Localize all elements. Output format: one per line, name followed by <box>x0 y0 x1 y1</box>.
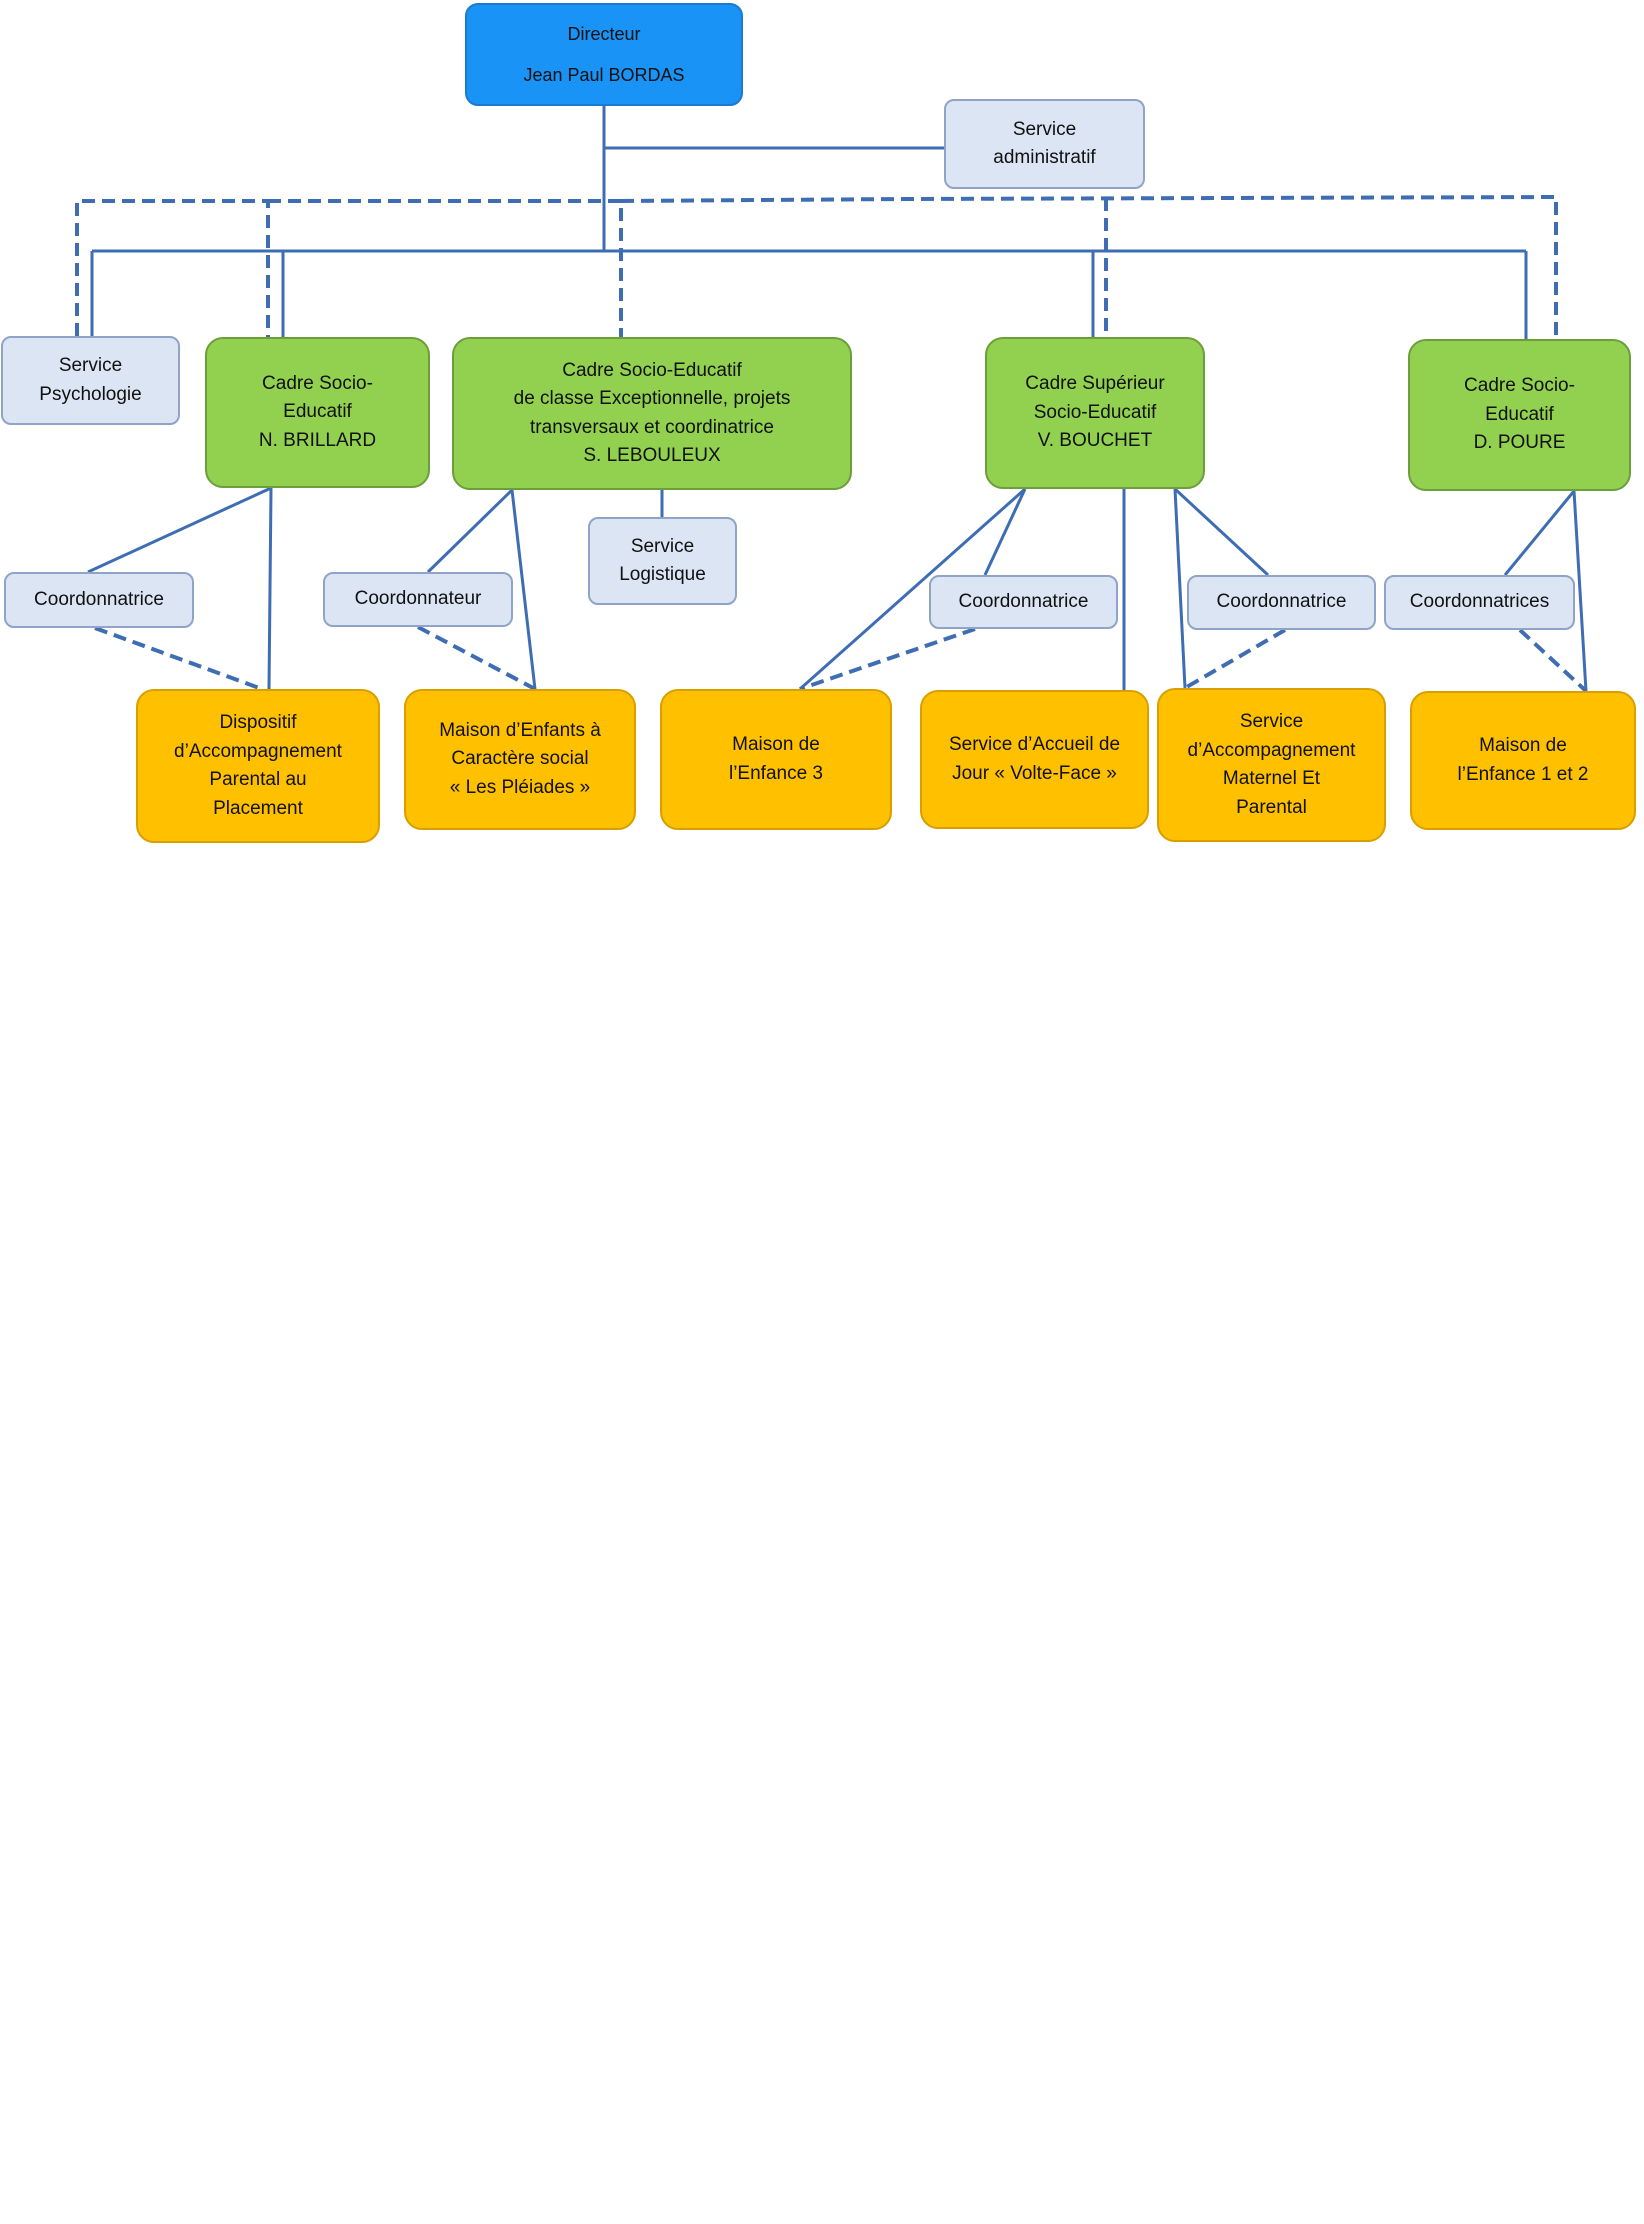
line-bouchet-maison3 <box>799 487 1026 691</box>
node-cadre-brillard-line-1: Cadre Socio- <box>262 372 373 394</box>
node-maison-enfance-1-2-line-1: Maison de <box>1479 735 1567 756</box>
solid-connector-lines <box>87 106 1588 692</box>
node-service-logistique-line-2: Logistique <box>619 564 706 585</box>
node-dispositif-line-2: d’Accompagnement <box>174 740 342 762</box>
line-lebouleux-coord <box>426 488 514 574</box>
node-cadre-poure-line-3: D. POURE <box>1473 432 1566 454</box>
node-cadre-bouchet-line-1: Cadre Supérieur <box>1025 373 1165 395</box>
node-cadre-poure: Cadre Socio- Educatif D. POURE <box>1408 339 1631 491</box>
dashed-coord-maison12 <box>1518 628 1588 693</box>
node-service-administratif-line-1: Service <box>1012 118 1077 140</box>
node-coord-bouchet-2-line-1: Coordonnatrice <box>1216 591 1347 613</box>
node-cadre-bouchet-line-2: Socio-Educatif <box>1033 401 1157 423</box>
dashed-coord-dispositif <box>94 626 263 691</box>
dashed-connector-lines <box>75 194 1588 693</box>
dashed-brillard-lebouleux <box>268 199 623 337</box>
node-service-administratif-line-2: administratif <box>993 147 1096 168</box>
node-maison-enfants-line-2: Caractère social <box>451 748 589 770</box>
node-maison-enfants-line-1: Maison d’Enfants à <box>439 719 601 741</box>
dashed-psychologie-top <box>75 199 270 337</box>
node-service-accompagnement: Service d’Accompagnement Maternel Et Par… <box>1157 688 1386 842</box>
org-chart: Directeur Jean Paul BORDAS Service admin… <box>0 0 1644 900</box>
node-dispositif-line-3: Parental au <box>209 769 307 790</box>
node-dispositif-line-4: Placement <box>213 797 303 819</box>
line-bouchet-accompagnement <box>1173 488 1187 689</box>
node-directeur-line-1: Directeur <box>567 23 641 44</box>
node-service-accompagnement-line-3: Maternel Et <box>1222 768 1321 789</box>
connector-lines <box>75 106 1588 693</box>
node-cadre-lebouleux-line-2: de classe Exceptionnelle, projets <box>513 388 791 409</box>
node-maison-enfants-line-3: « Les Pléiades » <box>449 776 591 798</box>
line-bouchet-coord2 <box>1173 487 1270 577</box>
node-directeur: Directeur Jean Paul BORDAS <box>465 3 743 106</box>
dashed-coord-maison-enfants <box>417 625 536 691</box>
node-coord-brillard-line-1: Coordonnatrice <box>34 588 164 610</box>
node-coord-bouchet-1: Coordonnatrice <box>929 575 1118 629</box>
node-maison-enfants: Maison d’Enfants à Caractère social « Le… <box>404 689 636 830</box>
line-poure-maison <box>1572 490 1588 692</box>
node-cadre-brillard: Cadre Socio- Educatif N. BRILLARD <box>205 337 430 488</box>
node-cadre-brillard-line-3: N. BRILLARD <box>258 429 377 451</box>
node-maison-enfance-3-line-2: l’Enfance 3 <box>728 762 823 784</box>
node-service-accompagnement-line-4: Parental <box>1236 796 1307 818</box>
node-service-psychologie-line-2: Psychologie <box>39 383 142 405</box>
node-coord-lebouleux-line-1: Coordonnateur <box>354 588 482 610</box>
dashed-admin-poure <box>620 194 1558 339</box>
node-cadre-poure-line-2: Educatif <box>1485 403 1554 425</box>
node-service-accueil-line-1: Service d’Accueil de <box>948 734 1121 755</box>
node-maison-enfance-3: Maison de l’Enfance 3 <box>660 689 892 830</box>
dashed-coord-maison3 <box>799 627 976 691</box>
line-lebouleux-maison <box>510 489 537 690</box>
node-dispositif-line-1: Dispositif <box>219 712 297 733</box>
node-dispositif: Dispositif d’Accompagnement Parental au … <box>136 689 380 843</box>
node-cadre-poure-line-1: Cadre Socio- <box>1464 375 1575 397</box>
node-maison-enfance-1-2: Maison de l’Enfance 1 et 2 <box>1410 691 1636 830</box>
node-cadre-lebouleux-line-4: S. LEBOULEUX <box>583 445 721 466</box>
node-service-accompagnement-line-1: Service <box>1239 711 1304 732</box>
node-cadre-lebouleux-line-1: Cadre Socio-Educatif <box>562 359 742 381</box>
node-service-psychologie-line-1: Service <box>58 355 123 376</box>
node-coord-bouchet-2: Coordonnatrice <box>1187 575 1376 630</box>
node-maison-enfance-3-line-1: Maison de <box>732 734 820 755</box>
node-cadre-brillard-line-2: Educatif <box>283 401 352 423</box>
node-service-accueil: Service d’Accueil de Jour « Volte-Face » <box>920 690 1149 829</box>
node-coord-brillard: Coordonnatrice <box>4 572 194 628</box>
node-service-accueil-line-2: Jour « Volte-Face » <box>952 762 1117 784</box>
line-bouchet-coord1 <box>983 488 1027 576</box>
node-coord-poure-line-1: Coordonnatrices <box>1409 591 1550 613</box>
node-cadre-lebouleux-line-3: transversaux et coordinatrice <box>530 416 774 438</box>
node-service-psychologie: Service Psychologie <box>1 336 180 425</box>
node-service-logistique: Service Logistique <box>588 517 737 605</box>
dashed-coord-accompagnement <box>1183 628 1287 690</box>
node-service-accompagnement-line-2: d’Accompagnement <box>1187 739 1356 761</box>
node-cadre-lebouleux: Cadre Socio-Educatif de classe Exception… <box>452 337 852 490</box>
line-poure-coord <box>1503 490 1576 576</box>
node-maison-enfance-1-2-line-2: l’Enfance 1 et 2 <box>1457 763 1589 785</box>
node-service-administratif: Service administratif <box>944 99 1145 189</box>
line-brillard-coord <box>87 486 272 574</box>
node-service-logistique-line-1: Service <box>630 535 695 557</box>
node-coord-lebouleux: Coordonnateur <box>323 572 513 627</box>
node-directeur-line-2: Jean Paul BORDAS <box>523 64 685 85</box>
node-cadre-bouchet: Cadre Supérieur Socio-Educatif V. BOUCHE… <box>985 337 1205 489</box>
line-brillard-dispositif <box>267 487 273 690</box>
node-cadre-bouchet-line-3: V. BOUCHET <box>1037 430 1153 452</box>
node-coord-poure: Coordonnatrices <box>1384 575 1575 630</box>
node-coord-bouchet-1-line-1: Coordonnatrice <box>958 590 1089 612</box>
